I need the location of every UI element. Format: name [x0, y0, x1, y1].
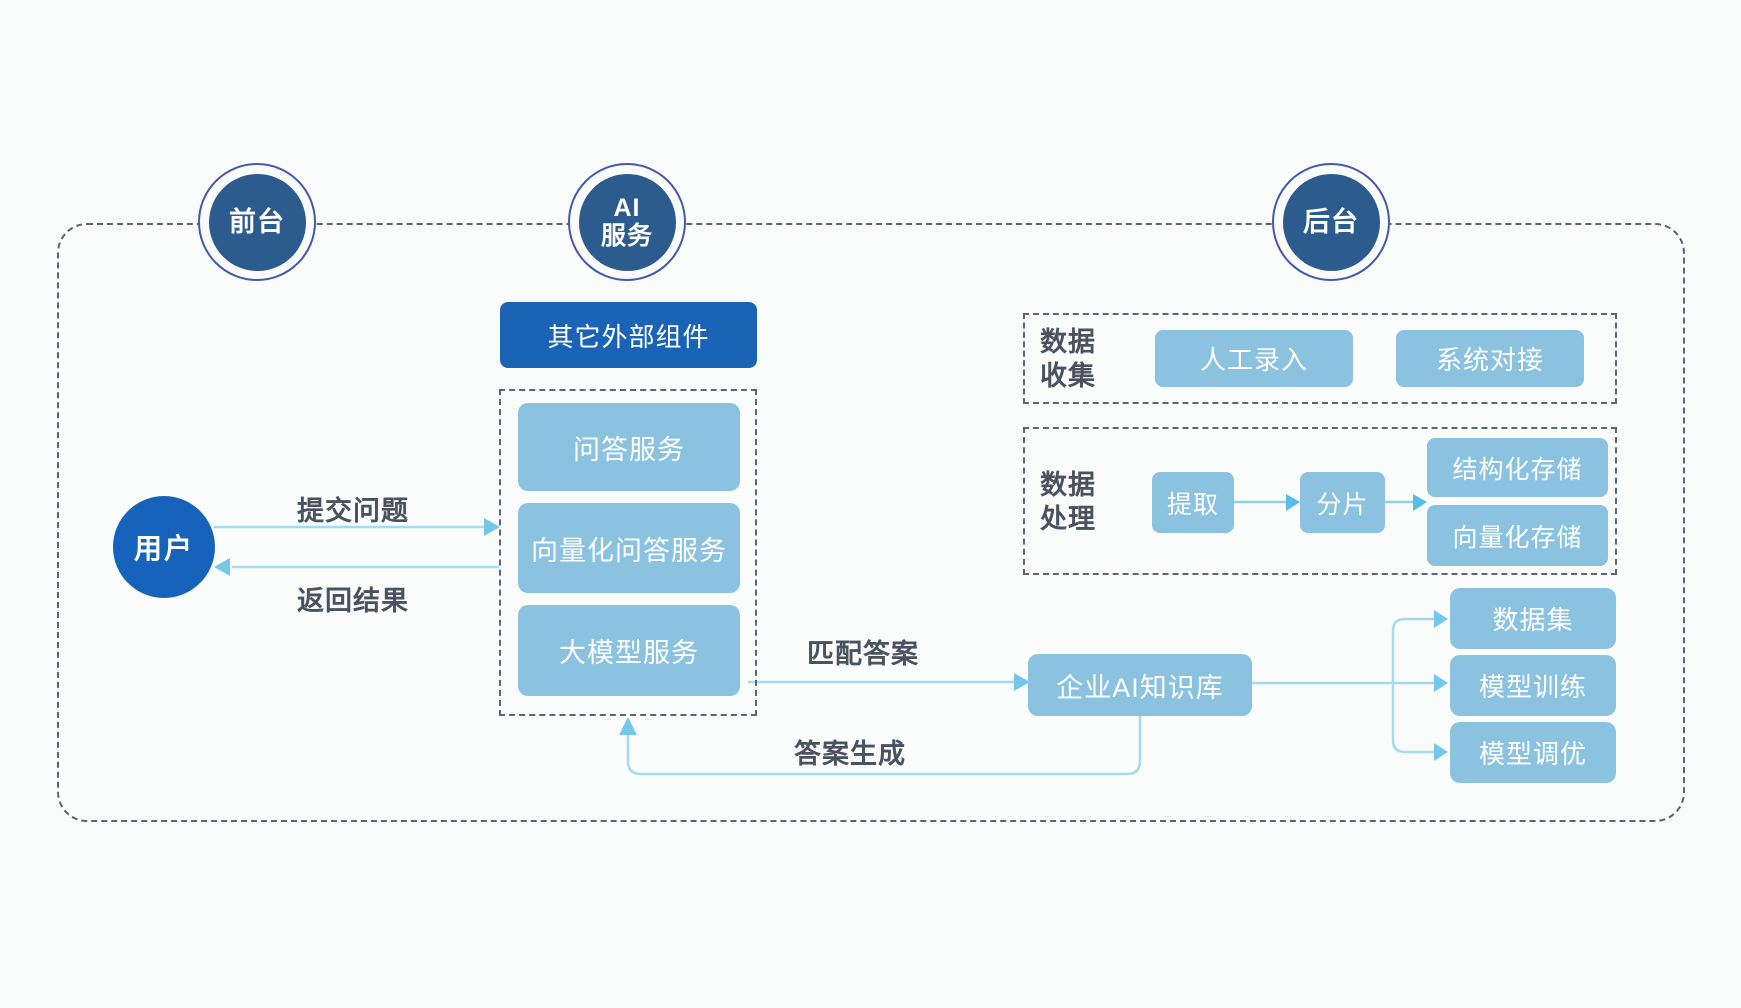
model-tuning-node: 模型调优 [1450, 722, 1616, 783]
data-processing-frame [1023, 427, 1617, 575]
system-integration-node: 系统对接 [1396, 330, 1584, 387]
data-collection-title-line1: 数据 [1040, 327, 1096, 357]
data-collection-title: 数据 收集 [1040, 325, 1096, 393]
manual-entry-node: 人工录入 [1155, 330, 1353, 387]
user-node-label: 用户 [133, 533, 194, 564]
model-training-label: 模型训练 [1478, 672, 1587, 702]
shard-node: 分片 [1300, 472, 1385, 533]
llm-service-label: 大模型服务 [559, 638, 699, 668]
llm-service-node: 大模型服务 [518, 605, 740, 696]
data-processing-title: 数据 处理 [1040, 468, 1096, 536]
lane-ai-text-line1: AI [613, 194, 641, 222]
lane-circle-frontend: 前台 [198, 163, 316, 281]
vector-storage-label: 向量化存储 [1452, 523, 1583, 552]
lane-backend-label: 后台 [1282, 173, 1380, 271]
enterprise-kb-label: 企业AI知识库 [1056, 672, 1224, 703]
vector-qa-service-node: 向量化问答服务 [518, 503, 740, 593]
model-training-node: 模型训练 [1450, 655, 1616, 716]
structured-storage-label: 结构化存储 [1452, 455, 1583, 484]
lane-frontend-label: 前台 [208, 173, 306, 271]
system-integration-label: 系统对接 [1435, 345, 1544, 375]
lane-backend-text: 后台 [1303, 206, 1359, 237]
external-components-node: 其它外部组件 [500, 302, 757, 368]
manual-entry-label: 人工录入 [1199, 345, 1308, 375]
data-processing-title-line2: 处理 [1040, 504, 1096, 534]
vector-storage-node: 向量化存储 [1427, 505, 1608, 566]
lane-circle-backend: 后台 [1272, 163, 1390, 281]
qa-service-node: 问答服务 [518, 403, 740, 491]
data-processing-title-line1: 数据 [1040, 470, 1096, 500]
dataset-node: 数据集 [1450, 588, 1616, 649]
data-collection-title-line2: 收集 [1040, 361, 1096, 391]
vector-qa-service-label: 向量化问答服务 [531, 535, 727, 566]
main-dashed-frame [57, 223, 1685, 822]
lane-circle-ai-service: AI 服务 [568, 163, 686, 281]
enterprise-kb-node: 企业AI知识库 [1028, 654, 1252, 716]
structured-storage-node: 结构化存储 [1427, 438, 1608, 497]
lane-ai-text-line2: 服务 [600, 222, 653, 250]
external-components-label: 其它外部组件 [547, 321, 710, 352]
extract-label: 提取 [1166, 490, 1219, 519]
model-tuning-label: 模型调优 [1478, 739, 1587, 769]
lane-ai-label: AI 服务 [578, 173, 676, 271]
dataset-label: 数据集 [1492, 605, 1574, 635]
data-collection-frame [1023, 313, 1617, 404]
submit-question-label: 提交问题 [297, 496, 409, 526]
shard-label: 分片 [1316, 490, 1369, 519]
answer-generation-label: 答案生成 [794, 739, 906, 769]
qa-service-label: 问答服务 [573, 434, 685, 465]
lane-frontend-text: 前台 [229, 206, 285, 237]
ai-services-frame [499, 389, 757, 716]
return-result-label: 返回结果 [297, 586, 409, 616]
match-answer-label: 匹配答案 [807, 639, 919, 669]
extract-node: 提取 [1152, 472, 1234, 533]
user-node: 用户 [113, 496, 215, 598]
